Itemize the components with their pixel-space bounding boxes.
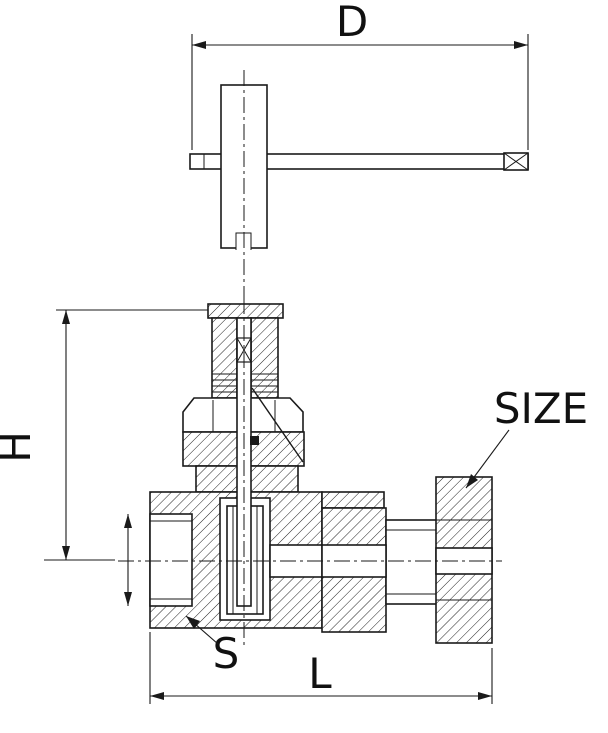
dimension-l: L bbox=[149, 632, 493, 704]
dim-l-arrow-left bbox=[150, 692, 164, 700]
dim-d-arrow-left bbox=[192, 41, 206, 49]
dim-l-arrow-right bbox=[478, 692, 492, 700]
size-label: SIZE bbox=[494, 384, 588, 433]
stem-pin-cross-2 bbox=[236, 337, 252, 363]
s-label: S bbox=[213, 629, 240, 678]
dim-label-d: D bbox=[336, 0, 368, 46]
s-callout: S bbox=[185, 615, 240, 678]
dim-label-h: H bbox=[0, 431, 40, 463]
dim-h-arrow-top bbox=[62, 310, 70, 324]
bonnet-diagonal-edge bbox=[251, 387, 304, 463]
bore-dimension bbox=[124, 514, 132, 606]
dimension-d: D bbox=[191, 0, 529, 150]
dim-label-l: L bbox=[308, 649, 332, 698]
bore-dim-arrow-bottom bbox=[124, 592, 132, 606]
tail-pipe bbox=[385, 519, 439, 605]
outlet-thread-block bbox=[321, 491, 385, 509]
size-leader-arrow bbox=[466, 474, 478, 488]
s-leader-arrow bbox=[186, 616, 200, 629]
inlet-bore bbox=[149, 513, 193, 607]
size-callout: SIZE bbox=[465, 384, 588, 489]
end-cap-cross-2 bbox=[503, 152, 529, 171]
bonnet-wall-left bbox=[211, 317, 238, 399]
seal-ring-section bbox=[250, 436, 259, 445]
valve-body-drawing bbox=[118, 298, 502, 648]
bonnet-cap bbox=[207, 303, 284, 319]
key-handle-drawing bbox=[189, 70, 529, 298]
dim-d-arrow-right bbox=[514, 41, 528, 49]
bore-dim-arrow-top bbox=[124, 514, 132, 528]
dimension-h: H bbox=[0, 309, 208, 561]
dim-h-arrow-bottom bbox=[62, 546, 70, 560]
